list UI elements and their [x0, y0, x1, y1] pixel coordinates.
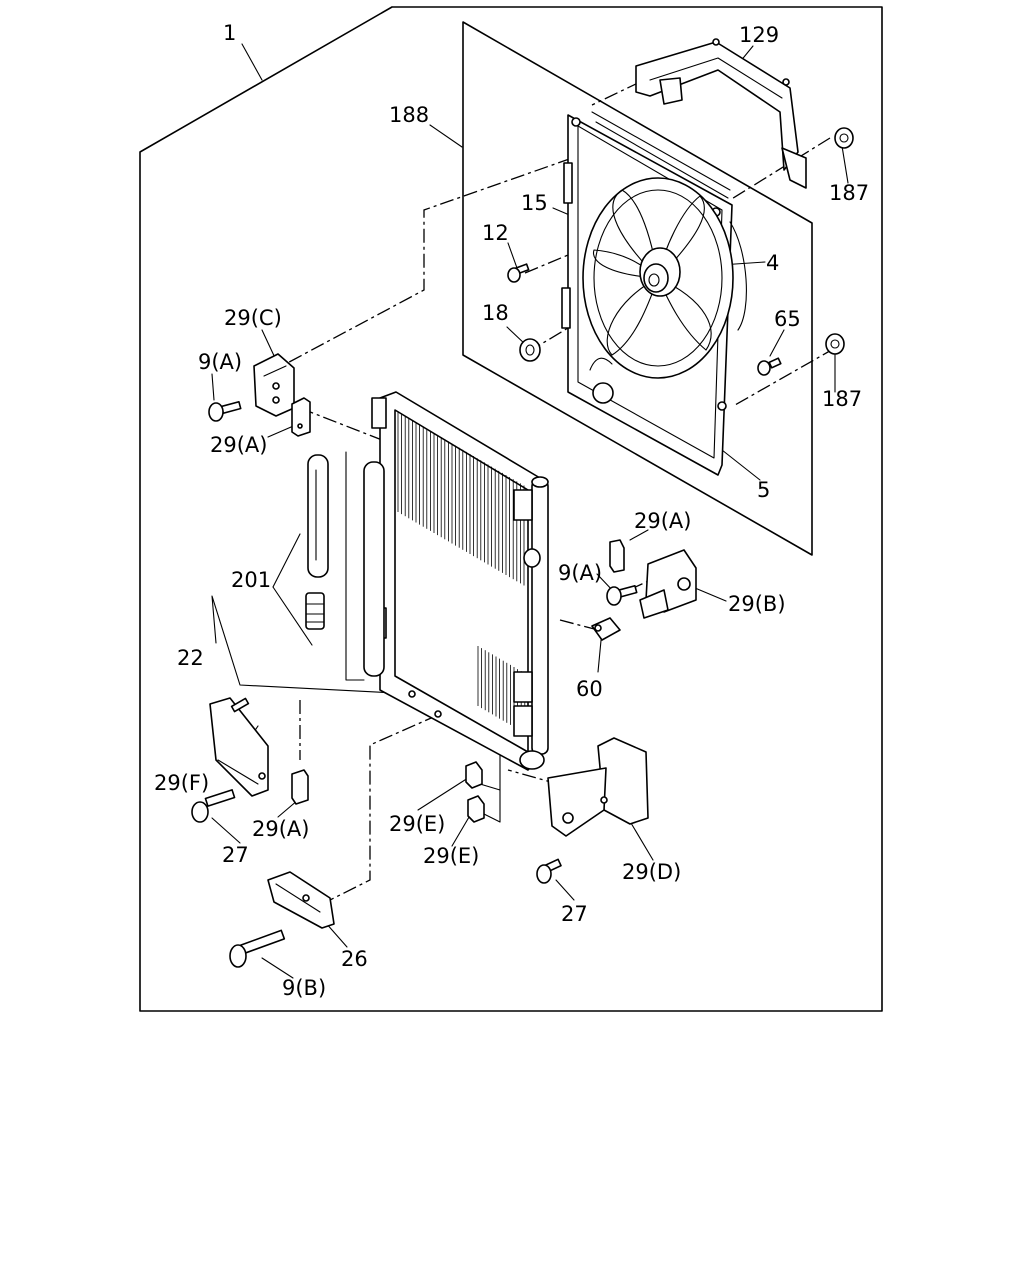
- clip-29a-top: [291, 397, 311, 437]
- nut-187-top: [834, 127, 854, 149]
- label-188: 188: [389, 103, 429, 127]
- label-29c: 29(C): [224, 306, 282, 330]
- bolt-27-left: [191, 789, 236, 823]
- bolt-9a-top: [208, 400, 242, 422]
- label-60: 60: [576, 677, 603, 701]
- bracket-29c: [253, 353, 295, 417]
- fan-motor: [639, 247, 681, 297]
- label-26: 26: [341, 947, 368, 971]
- label-29d: 29(D): [622, 860, 681, 884]
- label-29a-right: 29(A): [634, 509, 691, 533]
- label-5: 5: [757, 478, 770, 502]
- label-187-top: 187: [829, 181, 869, 205]
- label-9b: 9(B): [282, 976, 326, 1000]
- label-187-bottom: 187: [822, 387, 862, 411]
- label-65: 65: [774, 307, 801, 331]
- desiccant-201: [307, 454, 329, 578]
- bracket-26: [267, 871, 335, 929]
- bracket-129: [635, 38, 807, 189]
- label-15: 15: [521, 191, 548, 215]
- bolt-65: [757, 357, 782, 376]
- label-1: 1: [223, 21, 236, 45]
- clip-60: [591, 617, 621, 641]
- nut-187-bottom: [825, 333, 845, 355]
- label-9a-right: 9(A): [558, 561, 602, 585]
- clip-29a-bottom: [291, 769, 309, 805]
- clip-29a-right: [609, 539, 625, 573]
- plug-201: [305, 592, 325, 630]
- label-27-right: 27: [561, 902, 588, 926]
- label-9a-top: 9(A): [198, 350, 242, 374]
- label-201: 201: [231, 568, 271, 592]
- condenser: [371, 391, 549, 771]
- part-labels: 1 129 188 187 15 12 4 18 65 187 5 29(C) …: [154, 21, 869, 1000]
- label-29e-2: 29(E): [423, 844, 479, 868]
- label-29f: 29(F): [154, 771, 209, 795]
- bracket-29b: [639, 549, 697, 619]
- bolt-9b: [229, 929, 286, 968]
- label-12: 12: [482, 221, 509, 245]
- label-4: 4: [766, 251, 779, 275]
- label-27-left: 27: [222, 843, 249, 867]
- label-22: 22: [177, 646, 204, 670]
- bracket-29f: [209, 697, 269, 797]
- label-29b: 29(B): [728, 592, 786, 616]
- label-18: 18: [482, 301, 509, 325]
- clip-29e-2: [467, 795, 485, 823]
- label-29a-top: 29(A): [210, 433, 267, 457]
- bolt-27-right: [536, 858, 562, 884]
- label-29a-bottom: 29(A): [252, 817, 309, 841]
- clip-29e-1: [465, 761, 483, 789]
- label-129: 129: [739, 23, 779, 47]
- bolt-9a-right: [606, 584, 638, 606]
- nut-18: [519, 338, 541, 362]
- label-29e-1: 29(E): [389, 812, 445, 836]
- bolt-12: [507, 263, 530, 283]
- bracket-29d: [547, 737, 649, 837]
- fan-subassembly-panel: [462, 21, 813, 556]
- receiver-tank: [345, 451, 385, 681]
- assembly-outline: [139, 6, 883, 1012]
